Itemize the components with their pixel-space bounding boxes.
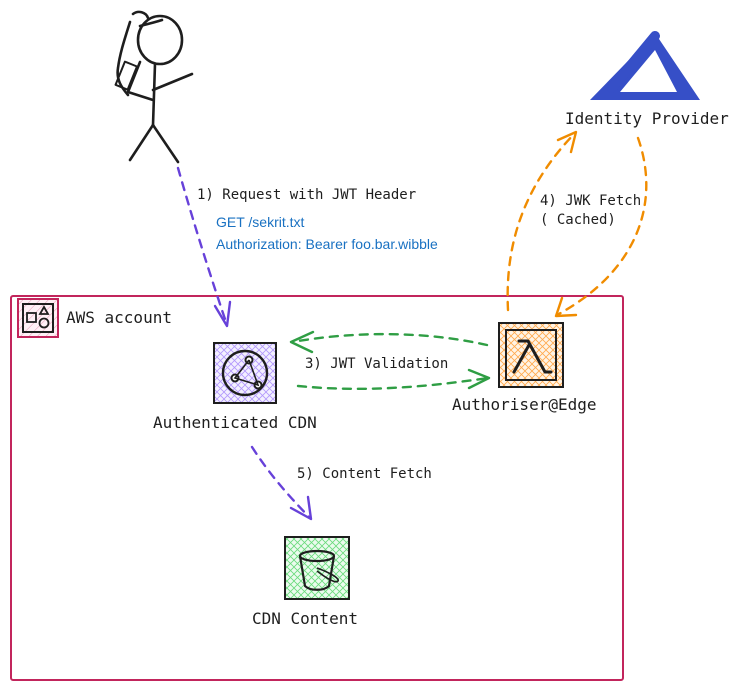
jwk-label-line1: 4) JWK Fetch — [540, 193, 641, 209]
identity-provider-label: Identity Provider — [565, 109, 729, 128]
content-label: CDN Content — [252, 609, 358, 628]
content-fetch-arrow — [250, 445, 313, 521]
aws-account-boundary — [10, 295, 624, 681]
authoriser-label: Authoriser@Edge — [452, 395, 597, 414]
jwk-label-line2: ( Cached) — [540, 212, 616, 228]
validation-arrow-back — [289, 330, 489, 354]
lambda-icon[interactable] — [498, 322, 564, 388]
request-detail-line1: GET /sekrit.txt — [216, 214, 305, 230]
jwk-arrow-down — [554, 136, 648, 318]
aws-account-label: AWS account — [66, 308, 172, 327]
jwk-arrow-up — [506, 130, 578, 312]
request-label: 1) Request with JWT Header — [197, 187, 416, 203]
request-detail-line2: Authorization: Bearer foo.bar.wibble — [216, 236, 438, 252]
stick-figure-icon — [114, 10, 194, 164]
validation-label: 3) JWT Validation — [305, 356, 448, 372]
delta-logo-icon — [590, 31, 700, 100]
content-fetch-label: 5) Content Fetch — [297, 466, 432, 482]
aws-account-group-icon — [17, 298, 59, 338]
validation-arrow-forward — [296, 368, 491, 390]
cdn-label: Authenticated CDN — [153, 413, 317, 432]
request-arrow — [176, 166, 232, 328]
cloudfront-icon[interactable] — [213, 342, 277, 404]
s3-bucket-icon[interactable] — [284, 536, 350, 600]
